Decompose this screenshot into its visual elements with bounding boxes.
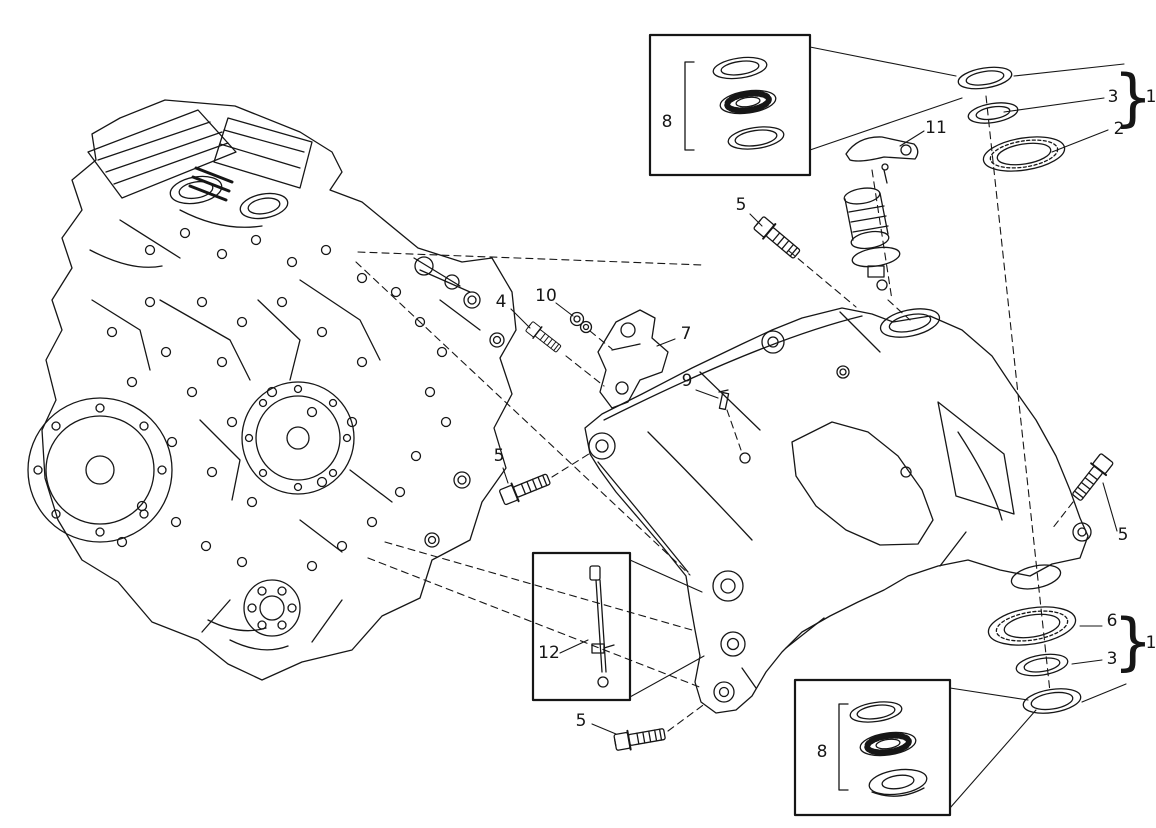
leader-lines xyxy=(502,46,1127,809)
callout-12: 12 xyxy=(538,643,560,663)
engine-drawing xyxy=(27,99,517,681)
callout-11: 11 xyxy=(925,118,947,138)
bearing-kit-bottom-parts xyxy=(838,701,928,797)
front-sprocket xyxy=(243,579,301,637)
callout-1-top: 1 xyxy=(1146,87,1156,107)
flange-bolt-bottom xyxy=(612,723,668,753)
callout-5-bottom: 5 xyxy=(576,711,587,731)
flange-bolt-right xyxy=(1067,451,1116,505)
cable-guide-box xyxy=(531,551,632,702)
callout-5-right: 5 xyxy=(1118,525,1129,545)
callout-9: 9 xyxy=(682,371,693,391)
callout-1-bottom: 1 xyxy=(1146,633,1156,653)
cable-guide-part xyxy=(589,565,615,688)
generator-cover xyxy=(27,397,173,543)
callout-5-top: 5 xyxy=(736,195,747,215)
callout-8-bottom: 8 xyxy=(817,742,828,762)
brace-top: } xyxy=(1113,61,1152,134)
fasteners xyxy=(497,214,1116,753)
cylinder-fins xyxy=(188,166,234,202)
callouts: 3 } 1 2 11 8 5 4 10 7 9 5 5 6 } 1 3 12 5… xyxy=(494,61,1156,762)
damper-bracket xyxy=(845,136,919,162)
clutch-cover xyxy=(241,381,355,495)
steering-bearing-stack-bottom xyxy=(987,606,1082,714)
callout-5-left: 5 xyxy=(494,446,505,466)
callout-3-bottom: 3 xyxy=(1107,649,1118,669)
flange-bolt-top xyxy=(751,214,804,263)
kit-bracket-top xyxy=(684,61,695,151)
callout-10: 10 xyxy=(535,286,557,306)
bearing-kit-top-parts xyxy=(684,56,785,151)
bearing-kit-box-top xyxy=(648,33,812,177)
bearing-kit-box-bottom xyxy=(793,678,952,817)
flange-bolt-left xyxy=(497,469,554,508)
callout-6: 6 xyxy=(1107,611,1118,631)
callout-7: 7 xyxy=(681,324,692,344)
brace-bottom: } xyxy=(1113,605,1152,678)
callout-8-top: 8 xyxy=(662,112,673,132)
callout-2: 2 xyxy=(1114,119,1125,139)
projection-lines xyxy=(355,95,1074,732)
pin-9 xyxy=(718,389,730,411)
steering-stem-assembly xyxy=(843,136,919,291)
washer-pair-10 xyxy=(569,311,593,334)
bracket-7 xyxy=(597,309,669,409)
steering-bearing-stack-top xyxy=(957,66,1066,172)
callout-3-top: 3 xyxy=(1108,87,1119,107)
kit-bracket-bottom xyxy=(838,703,849,791)
callout-4: 4 xyxy=(496,292,507,312)
small-bolt-4 xyxy=(523,319,564,356)
